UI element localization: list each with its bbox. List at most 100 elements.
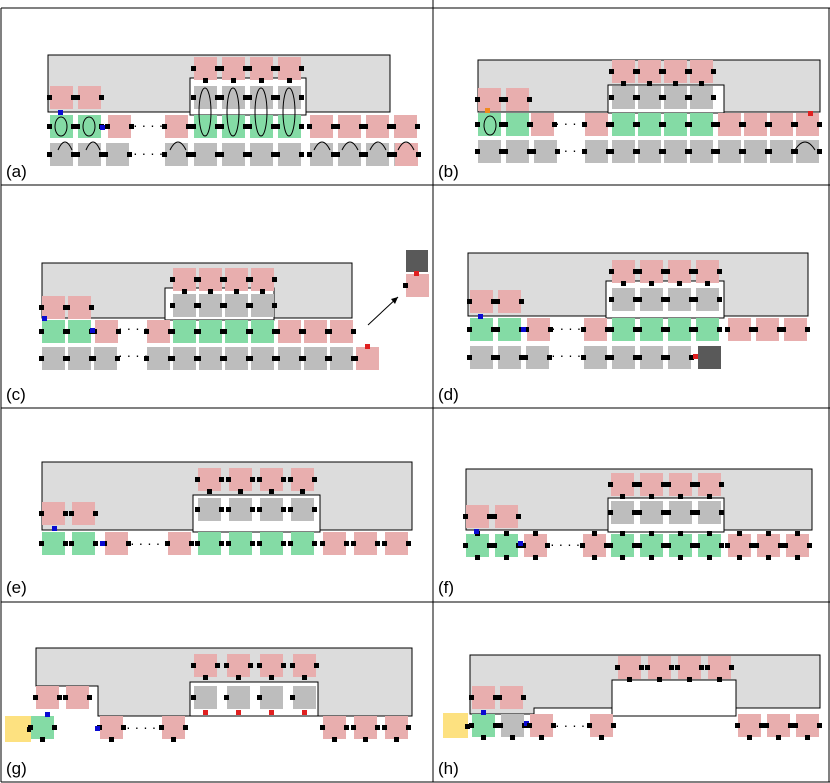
port-dot — [269, 710, 274, 715]
pink-cell — [354, 532, 377, 555]
port-dot — [47, 152, 52, 157]
port-dot — [687, 69, 692, 74]
port-dot — [609, 122, 614, 127]
panel-labels: (a) (b) (c) (d) (e) (f) (g) (h) — [6, 162, 459, 778]
gray-cell — [78, 143, 101, 166]
ellipsis: · · · · — [555, 717, 585, 733]
green-cell — [640, 318, 663, 341]
port-dot — [257, 663, 262, 668]
pink-cell — [78, 86, 101, 109]
port-dot — [690, 482, 695, 487]
port-dot — [498, 723, 503, 728]
port-dot — [605, 355, 610, 360]
port-dot — [465, 724, 470, 729]
port-dot — [665, 327, 670, 332]
port-dot — [793, 149, 798, 154]
gray-cell — [304, 347, 327, 370]
port-dot — [503, 97, 508, 102]
port-dot — [302, 675, 307, 680]
port-dot — [587, 723, 592, 728]
port-dot — [335, 124, 340, 129]
port-dot — [551, 723, 556, 728]
port-dot — [808, 111, 813, 116]
pink-cell — [72, 502, 95, 525]
gray-cell — [225, 347, 248, 370]
port-dot — [754, 543, 759, 548]
pink-cell — [618, 656, 641, 679]
green-cell — [612, 113, 635, 136]
port-dot — [215, 95, 220, 100]
gray-cell — [229, 498, 252, 521]
pink-cell — [278, 57, 301, 80]
panel-d-label: (d) — [438, 385, 459, 404]
port-dot — [99, 95, 104, 100]
port-dot — [272, 277, 277, 282]
port-dot — [807, 543, 812, 548]
pink-cell — [690, 60, 713, 83]
port-dot — [495, 355, 500, 360]
port-dot — [609, 149, 614, 154]
gray-cell — [260, 498, 283, 521]
port-dot — [58, 110, 63, 115]
port-dot — [485, 108, 490, 113]
gray-cell — [260, 686, 283, 709]
port-dot — [766, 531, 771, 536]
port-dot — [45, 712, 50, 717]
port-dot — [793, 122, 798, 127]
port-dot — [711, 149, 716, 154]
port-dot — [191, 124, 196, 129]
port-dot — [695, 510, 700, 515]
port-dot — [243, 95, 248, 100]
port-dot — [693, 297, 698, 302]
panel-c-label: (c) — [6, 385, 26, 404]
port-dot — [661, 122, 666, 127]
panel-a-label: (a) — [6, 162, 27, 181]
pink-cell — [251, 268, 274, 291]
pink-cell — [304, 320, 327, 343]
arc-connector — [369, 141, 387, 151]
loop-connector — [483, 115, 497, 136]
port-dot — [299, 66, 304, 71]
port-dot — [661, 510, 666, 515]
port-dot — [639, 665, 644, 670]
port-dot — [115, 356, 120, 361]
port-dot — [665, 269, 670, 274]
port-dot — [524, 327, 529, 332]
port-dot — [580, 543, 585, 548]
port-dot — [391, 124, 396, 129]
port-dot — [281, 663, 286, 668]
port-dot — [144, 356, 149, 361]
pink-cell — [678, 656, 701, 679]
port-dot — [344, 725, 349, 730]
port-dot — [609, 327, 614, 332]
port-dot — [711, 122, 716, 127]
port-dot — [633, 269, 638, 274]
port-dot — [189, 541, 194, 546]
pink-cell — [640, 260, 663, 283]
gray-cell — [194, 143, 217, 166]
port-dot — [524, 721, 529, 726]
port-dot — [719, 482, 724, 487]
port-dot — [475, 97, 480, 102]
pink-cell — [500, 686, 523, 709]
pink-cell — [698, 473, 721, 496]
port-dot — [690, 510, 695, 515]
gray-cell — [611, 501, 634, 524]
port-dot — [649, 281, 654, 286]
port-dot — [608, 543, 613, 548]
port-dot — [487, 514, 492, 519]
port-dot — [492, 543, 497, 548]
port-dot — [219, 124, 224, 129]
port-dot — [257, 507, 262, 512]
port-dot — [673, 81, 678, 86]
gray-cell — [612, 346, 635, 369]
port-dot — [707, 531, 712, 536]
port-dot — [224, 663, 229, 668]
pink-cell — [664, 60, 687, 83]
port-dot — [527, 723, 532, 728]
port-dot — [661, 269, 666, 274]
port-dot — [327, 329, 332, 334]
port-dot — [99, 152, 104, 157]
port-dot — [741, 122, 746, 127]
port-dot — [499, 149, 504, 154]
